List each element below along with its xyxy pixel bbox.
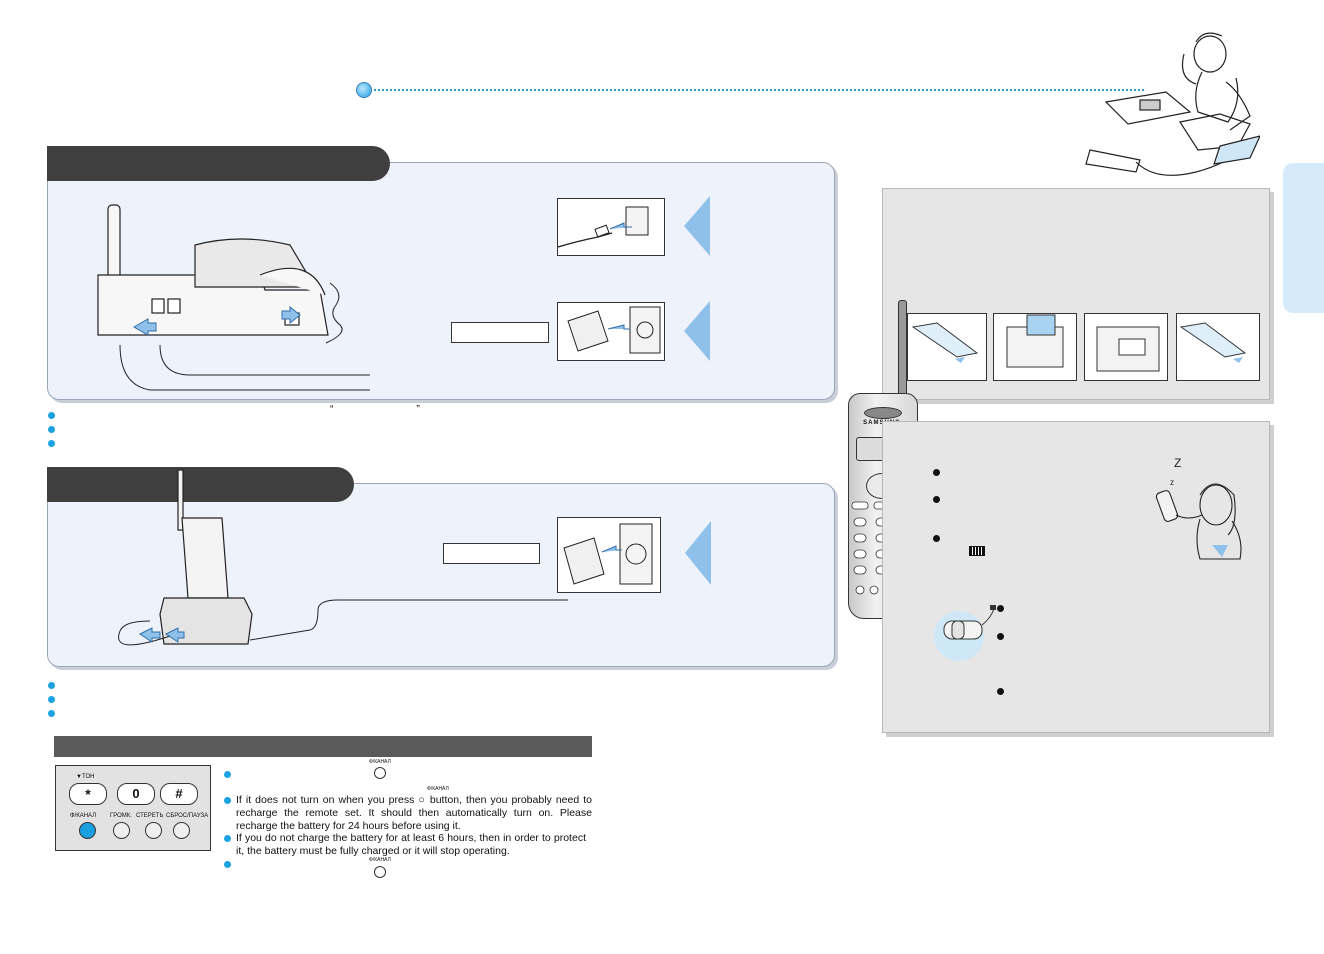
power-section-bar	[54, 736, 592, 757]
key-star-label: *	[85, 786, 91, 802]
adapter-label-box-2	[443, 543, 540, 564]
arrow-left-1	[684, 196, 710, 256]
key-star[interactable]: *	[69, 783, 107, 805]
svg-text:Z: Z	[1174, 456, 1181, 470]
header-dotted-line	[374, 89, 1144, 91]
note-bullet	[48, 440, 55, 447]
power-button-caption-3: Ф/КАНАЛ	[369, 857, 391, 863]
keypad-photo: ▼TOH * 0 # Ф/КАНАЛ ГРОМК. СТЕРЕТЬ СБРОС/…	[55, 765, 211, 851]
arrow-left-3	[685, 521, 711, 585]
svg-text:z: z	[1170, 478, 1174, 487]
volume-button[interactable]	[113, 822, 130, 839]
battery-notes-panel	[882, 421, 1270, 733]
power-adapter-box	[557, 302, 665, 361]
note-bullet	[48, 710, 55, 717]
sleepy-woman-illustration: Z z	[1155, 456, 1242, 560]
wall-jack-box	[557, 198, 665, 256]
power-button-icon-1	[374, 767, 386, 779]
power-adapter-box-2	[557, 517, 661, 593]
header-bullet	[356, 82, 372, 98]
battery-full-icon	[969, 546, 985, 556]
label-power-channel: Ф/КАНАЛ	[70, 813, 97, 819]
arrow-left-2	[684, 301, 710, 361]
base-connection-tab	[47, 146, 390, 181]
charger-illustration	[118, 469, 568, 646]
handset-antenna	[898, 300, 907, 398]
charger-tab	[47, 467, 354, 502]
label-reset-pause: СБРОС/ПАУЗА	[166, 813, 209, 819]
quote-marks: “ ”	[330, 403, 460, 415]
note-bullet	[48, 426, 55, 433]
label-erase: СТЕРЕТЬ	[136, 813, 164, 819]
base-unit-illustration	[97, 204, 370, 391]
battery-pack-icon	[943, 605, 996, 640]
key-hash-label: #	[175, 786, 183, 801]
note-bullet	[933, 496, 940, 503]
power-button-caption-2: Ф/КАНАЛ	[427, 786, 449, 792]
power-channel-button[interactable]	[79, 822, 96, 839]
confused-person-illustration	[1085, 32, 1260, 176]
power-note-bullet-1	[224, 771, 231, 778]
power-note-3: If you do not charge the battery for at …	[236, 832, 586, 857]
power-note-2: If it does not turn on when you press ○ …	[236, 794, 592, 832]
key-hash[interactable]: #	[160, 783, 198, 805]
power-note-bullet-2	[224, 797, 231, 804]
adapter-label-box-1	[451, 322, 549, 343]
key-zero-label: 0	[132, 786, 140, 801]
note-bullet	[48, 682, 55, 689]
power-note-bullet-3	[224, 835, 231, 842]
handset-brand: SAMSUNG	[852, 420, 912, 426]
power-button-icon-3	[374, 866, 386, 878]
note-bullet	[997, 633, 1004, 640]
note-bullet	[48, 696, 55, 703]
ton-label: ▼TOH	[76, 774, 95, 780]
key-zero[interactable]: 0	[117, 783, 155, 805]
note-bullet	[933, 535, 940, 542]
note-bullet	[997, 605, 1004, 612]
label-volume: ГРОМК.	[110, 813, 132, 819]
power-note-bullet-4	[224, 861, 231, 868]
battery-steps-drawings	[911, 314, 1247, 372]
note-bullet	[48, 412, 55, 419]
side-tab	[1283, 163, 1324, 313]
note-bullet	[933, 469, 940, 476]
power-button-caption-1: Ф/КАНАЛ	[369, 759, 391, 765]
handset-logo-badge	[864, 407, 902, 419]
erase-button[interactable]	[145, 822, 162, 839]
reset-pause-button[interactable]	[173, 822, 190, 839]
note-bullet	[997, 688, 1004, 695]
